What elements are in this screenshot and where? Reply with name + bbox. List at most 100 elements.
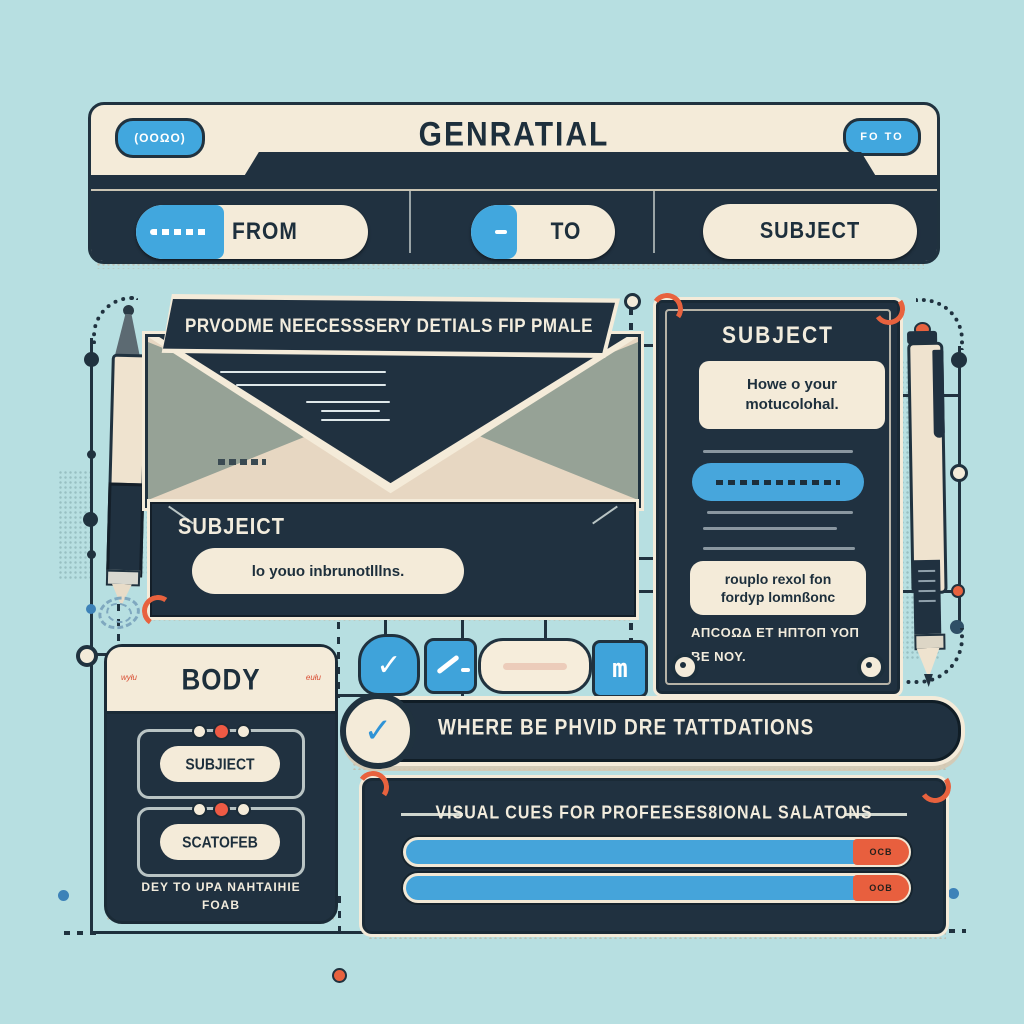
top-toolbar: GENRATIAL (ΟΟΩΟ) FO TO FROM TO S [88, 102, 940, 264]
connector-dotted [338, 896, 341, 932]
pen-icon-dash [461, 668, 470, 672]
connector-dotted [64, 931, 98, 935]
cues-panel: VISUAL CUES FOR PROFEESES8IONAL SALATONS… [354, 768, 954, 934]
pen-clip [932, 349, 945, 438]
connector-line [90, 338, 93, 932]
dot-white [236, 724, 251, 739]
toolbar-right-badge[interactable]: FO TO [843, 118, 921, 156]
dot-red [213, 801, 230, 818]
connector-dotted [337, 622, 340, 698]
subject-panel: SUBJECT Howe o your motucolohal. rouplo … [648, 290, 908, 694]
connector-node [83, 512, 98, 527]
dash-decoration [495, 230, 507, 234]
connector-node [86, 604, 96, 614]
scroll-ornament [671, 653, 699, 681]
subject-caption1: AΠCOΩΔ ET ΗΠΤΟΠ ΥΟΠ [691, 625, 860, 640]
connector-stem [384, 612, 387, 638]
pen-ferrule [914, 633, 946, 651]
divider-line [409, 191, 411, 253]
connector-stem [544, 612, 547, 642]
subject-caption2: BE ΝΟΥ. [691, 649, 747, 664]
corner-curl-orange [916, 768, 954, 806]
app-title: GENRATIAL [418, 115, 610, 154]
pen-illustration-right [895, 321, 957, 687]
flap-text-line [220, 371, 386, 373]
subject-note-box[interactable]: Howe o your motucolohal. [699, 361, 885, 429]
body-item-box: SCATOFEB [137, 801, 305, 877]
body-panel: BODY wyłu eułu SUBJIECT SCATOFEB DEY TO … [104, 644, 338, 924]
to-field-toggle[interactable] [471, 205, 517, 259]
address-dashes [218, 459, 266, 465]
from-field-toggle[interactable] [136, 205, 224, 259]
banner-outline: PRVODME NEECESSSERY DETIALS FIP PMALE [161, 294, 620, 358]
panel-inner-outline [665, 309, 891, 685]
check-icon[interactable]: ✓ [358, 634, 420, 696]
pen-cone [115, 314, 141, 357]
subject-blue-input[interactable] [692, 463, 864, 501]
divider-line [653, 191, 655, 253]
shadow-texture [152, 612, 630, 622]
connector-node [58, 890, 69, 901]
dashes-decoration [150, 229, 208, 235]
body-caption1: DEY TO UPA NAHTAIHIE [141, 880, 301, 894]
pen-icon[interactable] [424, 638, 477, 694]
connector-node-orange [332, 968, 347, 983]
subject-field[interactable]: SUBJECT [703, 204, 917, 259]
progress-bar: OOB [403, 873, 911, 903]
subject-panel-title: SUBJECT [721, 322, 835, 349]
pen-cone [917, 648, 941, 678]
connector-tick [338, 694, 370, 697]
banner-text: PRVODME NEECESSSERY DETIALS FIP PMALE [163, 299, 615, 353]
from-field[interactable]: FROM [136, 205, 368, 259]
body-panel-header: BODY wyłu eułu [107, 647, 335, 714]
body-item-pill[interactable]: SUBJIECT [160, 746, 280, 782]
connector-line [958, 346, 961, 632]
connector-node-orange [951, 584, 965, 598]
subject-hint-box[interactable]: rouplo rexol fon fordyp lomnßonc [690, 561, 866, 615]
cues-panel-title: VISUAL CUES FOR PROFEESES8IONAL SALATONS [435, 803, 873, 824]
to-field-label: TO [550, 218, 582, 245]
dot-white [192, 802, 207, 817]
body-caption2: FOAB [202, 898, 240, 912]
flap-text-line [306, 401, 390, 403]
corner-curl-orange [354, 768, 392, 806]
divider-line [91, 189, 937, 191]
flap-text-line [321, 419, 390, 421]
connector-node [84, 352, 99, 367]
status-check-icon: ✓ [340, 693, 416, 769]
envelope-subject-input[interactable]: lo youo inbrunotlllns. [192, 548, 464, 594]
connector-node [948, 888, 959, 899]
progress-bar-cap: OOB [853, 875, 909, 901]
toolbar-trapezoid-band [243, 152, 877, 178]
toolbar-fields-row: FROM TO SUBJECT [91, 175, 937, 261]
body-item-box: SUBJIECT [137, 723, 305, 799]
scroll-ornament [857, 653, 885, 681]
connector-node-open [950, 464, 968, 482]
dot-white [236, 802, 251, 817]
status-bar-label: WHERE BE PHVID DRE TATTDATIONS [438, 716, 815, 741]
m-badge-icon[interactable]: m [592, 640, 648, 698]
text-line [703, 547, 855, 550]
note-chip[interactable] [478, 638, 592, 694]
connector-node-open [76, 645, 98, 667]
pen-barrel [108, 353, 148, 491]
chip-line [503, 663, 567, 670]
connector-node [951, 352, 967, 368]
title-dash [845, 813, 907, 816]
from-field-label: FROM [232, 218, 298, 245]
body-item-pill[interactable]: SCATOFEB [160, 824, 280, 860]
toolbar-left-badge[interactable]: (ΟΟΩΟ) [115, 118, 205, 158]
progress-bar: OCB [403, 837, 911, 867]
connector-dotted [117, 604, 120, 646]
dot-red [213, 723, 230, 740]
to-field[interactable]: TO [471, 205, 615, 259]
connector-dotted [936, 929, 966, 933]
envelope-illustration [145, 334, 641, 508]
hint-line1: rouplo rexol fon [724, 570, 832, 587]
dashes-decoration [716, 480, 840, 485]
text-line [703, 527, 837, 530]
envelope-subject-label: SUBJEICT [178, 514, 285, 540]
status-bar[interactable]: ✓ WHERE BE PHVID DRE TATTDATIONS [340, 693, 961, 769]
pen-icon-stroke [436, 654, 460, 675]
